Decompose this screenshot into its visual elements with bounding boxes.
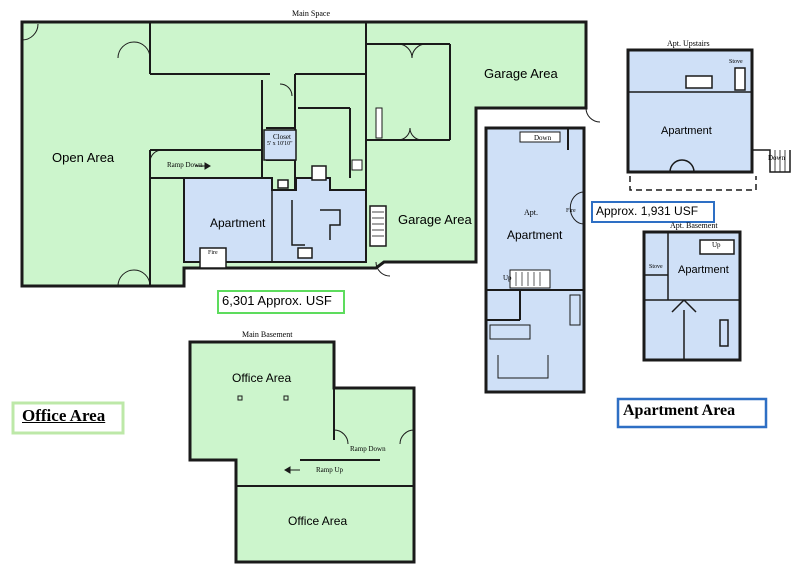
room-open-area: Open Area [52,150,115,165]
down-upstairs-label: Down [768,154,786,162]
room-garage-area-mid: Garage Area [398,212,472,227]
main-space-green [20,20,601,288]
main-usf-box [217,290,345,314]
main-usf-label: 6,301 Approx. USF [222,293,332,308]
room-garage-area-top: Garage Area [484,66,558,81]
closet-label: Closet [273,133,291,141]
stove-upstairs-label: Stove [729,59,743,65]
room-office-area-bottom: Office Area [288,514,348,528]
main-basement-title: Main Basement [242,330,293,339]
closet-size-label: 5' x 10'10" [267,141,293,147]
fire-apt-label: Fire [566,208,576,214]
main-space-title: Main Space [292,9,330,18]
legend-office-box [11,401,125,435]
main-basement-green [188,340,416,564]
room-office-area-top: Office Area [232,371,292,385]
room-apartment-upstairs: Apartment [661,125,712,137]
ramp-down-basement-label: Ramp Down [350,445,386,453]
legend-office-label: Office Area [22,406,106,425]
legend-apartment-label: Apartment Area [623,402,736,419]
room-apartment-basement: Apartment [678,264,729,276]
room-apartment-right: Apartment [507,228,563,242]
apt-basement-blue [642,230,742,362]
legend-apartment-box [616,397,768,429]
apt-usf-label: Approx. 1,931 USF [596,204,699,218]
down-apt-label: Down [534,134,552,142]
apt-upstairs-blue [626,48,791,191]
up-basement-apt-label: Up [712,241,721,249]
room-apt-small: Apt. [524,208,538,217]
up-apt-label: Up [503,274,512,282]
ramp-up-basement-label: Ramp Up [316,466,344,474]
apt-upstairs-title: Apt. Upstairs [667,39,710,48]
fire-main-label: Fire [208,250,218,256]
ramp-down-main-label: Ramp Down [167,161,203,169]
main-apartment-blue [183,129,387,269]
room-apartment-main: Apartment [210,216,266,230]
apt-usf-box [591,201,715,223]
apt-basement-title: Apt. Basement [670,221,718,230]
right-apartment-blue [484,126,586,394]
stove-basement-label: Stove [649,264,663,270]
